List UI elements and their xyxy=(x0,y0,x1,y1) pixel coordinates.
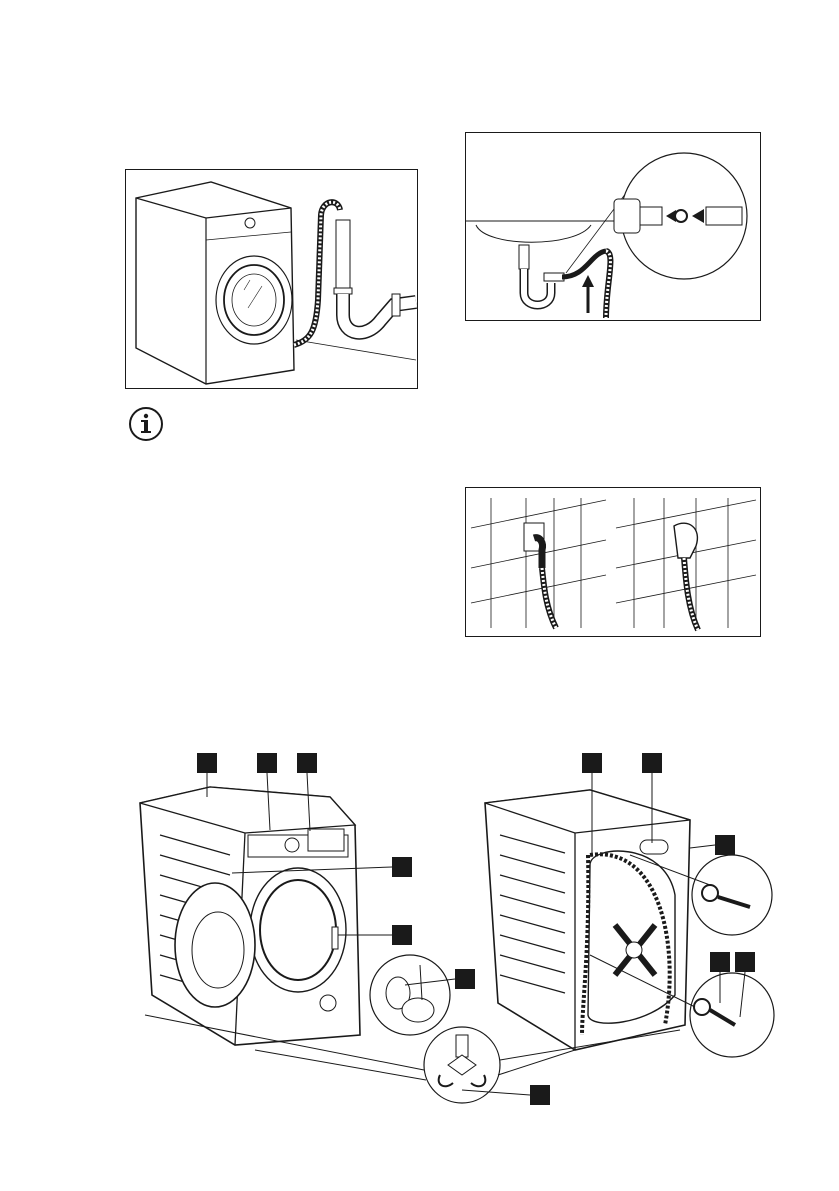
callout-7 xyxy=(530,1085,550,1105)
washing-machine-drain-standpipe-illustration xyxy=(126,170,417,388)
sink-drain-figure xyxy=(465,132,761,321)
callout-5 xyxy=(392,925,412,945)
callout-1 xyxy=(197,753,217,773)
callout-11 xyxy=(710,952,730,972)
callout-3 xyxy=(297,753,317,773)
info-icon xyxy=(128,406,164,442)
callout-2 xyxy=(257,753,277,773)
callout-4 xyxy=(392,857,412,877)
callout-6 xyxy=(455,969,475,989)
standpipe-drain-figure xyxy=(125,169,418,389)
washing-machine-transport-bolts-illustration xyxy=(120,745,800,1115)
wall-drain-figure xyxy=(465,487,761,637)
callout-9 xyxy=(642,753,662,773)
sink-drain-connection-illustration xyxy=(466,133,760,320)
wall-drain-hose-illustration xyxy=(466,488,760,636)
callout-8 xyxy=(582,753,602,773)
callout-10 xyxy=(715,835,735,855)
callout-12 xyxy=(735,952,755,972)
